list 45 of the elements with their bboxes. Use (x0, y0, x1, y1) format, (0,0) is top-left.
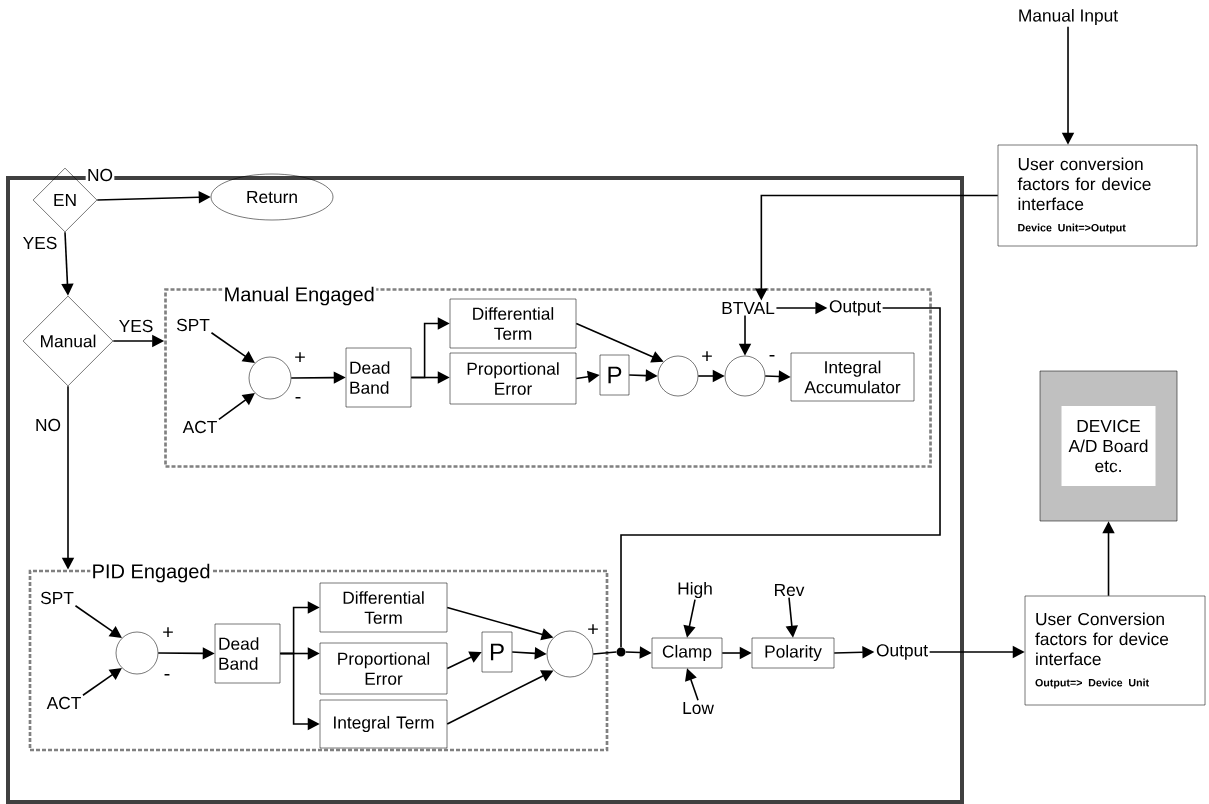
edge-label: NO (85, 167, 115, 183)
signal-label: Output (876, 644, 928, 660)
summing-junction (115, 631, 159, 675)
block-box: Dead Band (345, 347, 412, 408)
signal-label: ACT (46, 696, 81, 710)
edge-label: YES (117, 318, 155, 334)
sign-label: - (164, 673, 170, 676)
summing-junction (248, 356, 292, 400)
block-box: Integral Term (319, 699, 448, 749)
gain-box: P (599, 354, 630, 396)
arrow (210, 331, 255, 363)
arrow (74, 604, 122, 638)
signal-label: ACT (182, 420, 217, 434)
block-box: Clamp (651, 637, 723, 669)
arrow (218, 393, 255, 421)
block-box: Proportional Error (449, 352, 577, 405)
sign-label: + (295, 352, 305, 362)
conversion-box: User conversion factors for device interface Device Unit=>Output (997, 144, 1198, 247)
block-box: Dead Band (214, 623, 281, 684)
block-box: Proportional Error (319, 642, 448, 695)
sign-label: + (588, 624, 598, 634)
sign-label: - (769, 354, 775, 357)
sign-label: + (163, 627, 173, 637)
edge-label: YES (21, 235, 59, 251)
signal-label: Output (829, 300, 881, 316)
summing-junction (724, 355, 766, 397)
signal-label: SPT (40, 591, 74, 605)
signal-label: SPT (176, 318, 210, 332)
summing-junction (657, 355, 699, 397)
signal-label: Low (683, 701, 714, 715)
edge-label: NO (33, 417, 63, 433)
block-box: Polarity (751, 637, 835, 669)
sign-label: + (702, 351, 712, 361)
block-box: Differential Term (319, 582, 448, 633)
device-box: DEVICE A/D Board etc. (1039, 370, 1178, 522)
gain-box: P (481, 631, 513, 673)
signal-label: Manual Input (1019, 8, 1118, 26)
block-box: Integral Accumulator (790, 352, 915, 402)
block-box: Differential Term (449, 298, 577, 349)
conversion-box: User Conversion factors for device interface Output=> Device Unit (1024, 595, 1206, 706)
signal-label: Rev (775, 583, 805, 597)
arrow (82, 668, 122, 697)
sign-label: - (295, 396, 301, 399)
signal-label: High (678, 581, 712, 599)
signal-label: BTVAL (722, 302, 775, 314)
